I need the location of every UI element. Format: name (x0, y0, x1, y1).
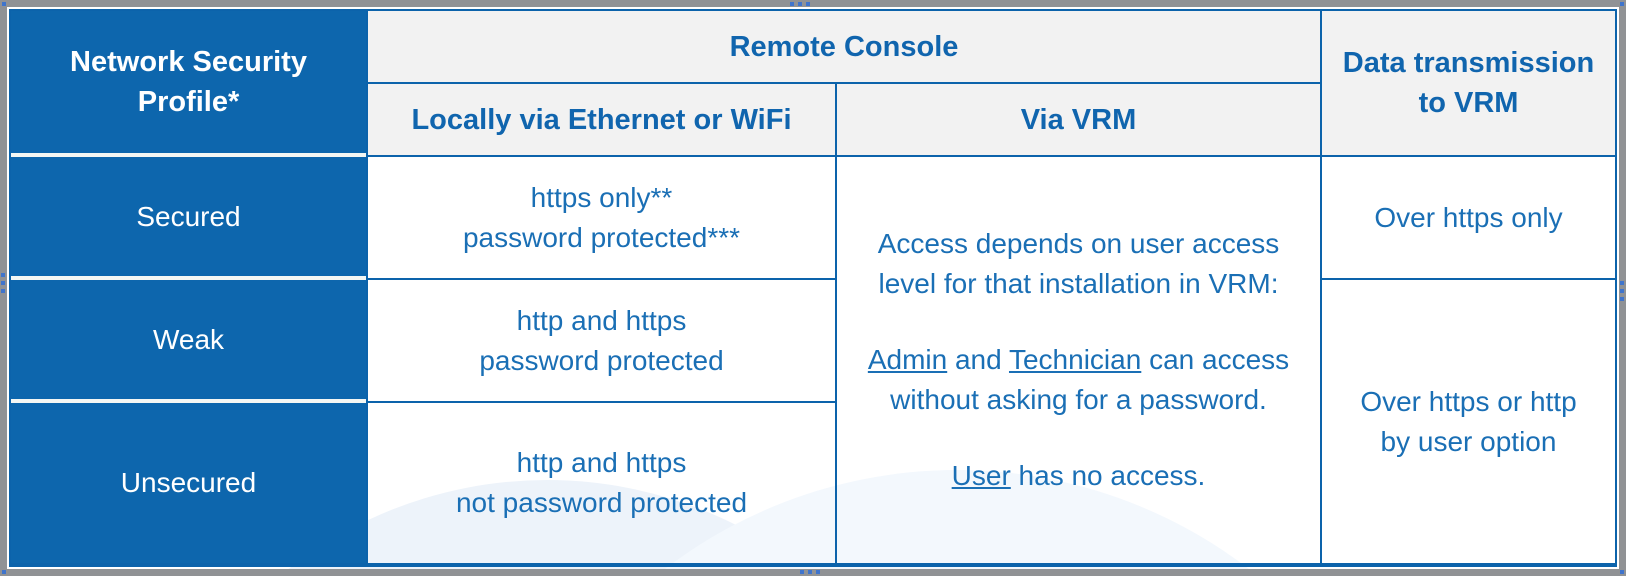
technician-link: Technician (1008, 344, 1142, 375)
handle-dot (808, 570, 812, 574)
no-access-text: has no access. (1010, 460, 1206, 491)
handle-dot (798, 2, 802, 6)
handle-dot (1620, 297, 1624, 301)
cell-secured-data-tx[interactable]: Over https only (1320, 157, 1615, 280)
selection-handle-right[interactable] (1620, 281, 1624, 307)
selection-handle-top[interactable] (790, 2, 816, 6)
data-tx-merged-line1: Over https or http (1360, 385, 1577, 417)
unsecured-label: Unsecured (120, 467, 257, 498)
slide-area: Network Security Profile* Remote Console… (7, 7, 1619, 569)
selection-handle-left[interactable] (1, 273, 5, 299)
cell-weak-unsecured-data-tx[interactable]: Over https or http by user option (1320, 280, 1615, 563)
vrm-access-line3: Admin and Technician can access (868, 340, 1289, 380)
via-vrm-label: Via VRM (1020, 103, 1137, 136)
cell-row-label-secured[interactable]: Secured (11, 157, 366, 280)
handle-dot (1, 289, 5, 293)
handle-dot (1620, 281, 1624, 285)
and-text: and (947, 344, 1009, 375)
cell-via-vrm-access-info[interactable]: Access depends on user access level for … (835, 157, 1320, 563)
admin-link: Admin (867, 344, 948, 375)
data-transmission-line1: Data transmission (1342, 47, 1595, 79)
handle-dot (1620, 289, 1624, 293)
cell-weak-local-access[interactable]: http and https password protected (366, 280, 835, 403)
cell-remote-console-header[interactable]: Remote Console (366, 11, 1320, 84)
cell-network-security-profile-header[interactable]: Network Security Profile* (11, 11, 366, 157)
secured-data-tx-label: Over https only (1374, 201, 1563, 233)
unsecured-local-line1: http and https (516, 447, 687, 478)
data-tx-merged-line2: by user option (1380, 425, 1557, 457)
network-security-profile-line2: Profile* (137, 86, 240, 118)
vrm-access-line2: level for that installation in VRM: (878, 268, 1279, 299)
weak-label: Weak (152, 323, 225, 355)
secured-label: Secured (136, 200, 241, 232)
secured-local-line2: password protected*** (462, 221, 741, 253)
cell-locally-via-ethernet-header[interactable]: Locally via Ethernet or WiFi (366, 84, 835, 157)
selection-handle-top-left[interactable] (2, 2, 6, 6)
cell-unsecured-local-access[interactable]: http and https not password protected (366, 403, 835, 563)
user-link: User (951, 460, 1011, 491)
selection-handle-bottom-left[interactable] (2, 570, 6, 574)
cell-row-label-weak[interactable]: Weak (11, 280, 366, 403)
data-transmission-line2: to VRM (1418, 87, 1519, 119)
handle-dot (800, 570, 804, 574)
handle-dot (816, 570, 820, 574)
weak-local-line2: password protected (479, 344, 724, 376)
network-security-profile-line1: Network Security (70, 46, 307, 78)
cell-via-vrm-header[interactable]: Via VRM (835, 84, 1320, 157)
network-security-table: Network Security Profile* Remote Console… (9, 9, 1617, 567)
handle-dot (790, 2, 794, 6)
locally-via-ethernet-label: Locally via Ethernet or WiFi (411, 103, 792, 136)
cell-row-label-unsecured[interactable]: Unsecured (11, 403, 366, 563)
vrm-access-line5: User has no access. (952, 456, 1206, 496)
vrm-access-line1: Access depends on user access (877, 228, 1280, 259)
vrm-access-line4: without asking for a password. (890, 384, 1267, 415)
secured-local-line1: https only** (530, 181, 673, 213)
selection-handle-bottom-right[interactable] (1620, 570, 1624, 574)
handle-dot (806, 2, 810, 6)
handle-dot (1, 281, 5, 285)
unsecured-local-line2: not password protected (455, 487, 748, 518)
handle-dot (1, 273, 5, 277)
selection-handle-top-right[interactable] (1620, 2, 1624, 6)
cell-data-transmission-header[interactable]: Data transmission to VRM (1320, 11, 1615, 157)
selection-handle-bottom[interactable] (800, 570, 826, 574)
can-access-text: can access (1141, 344, 1290, 375)
remote-console-label: Remote Console (729, 30, 959, 63)
cell-secured-local-access[interactable]: https only** password protected*** (366, 157, 835, 280)
weak-local-line1: http and https (516, 304, 687, 336)
